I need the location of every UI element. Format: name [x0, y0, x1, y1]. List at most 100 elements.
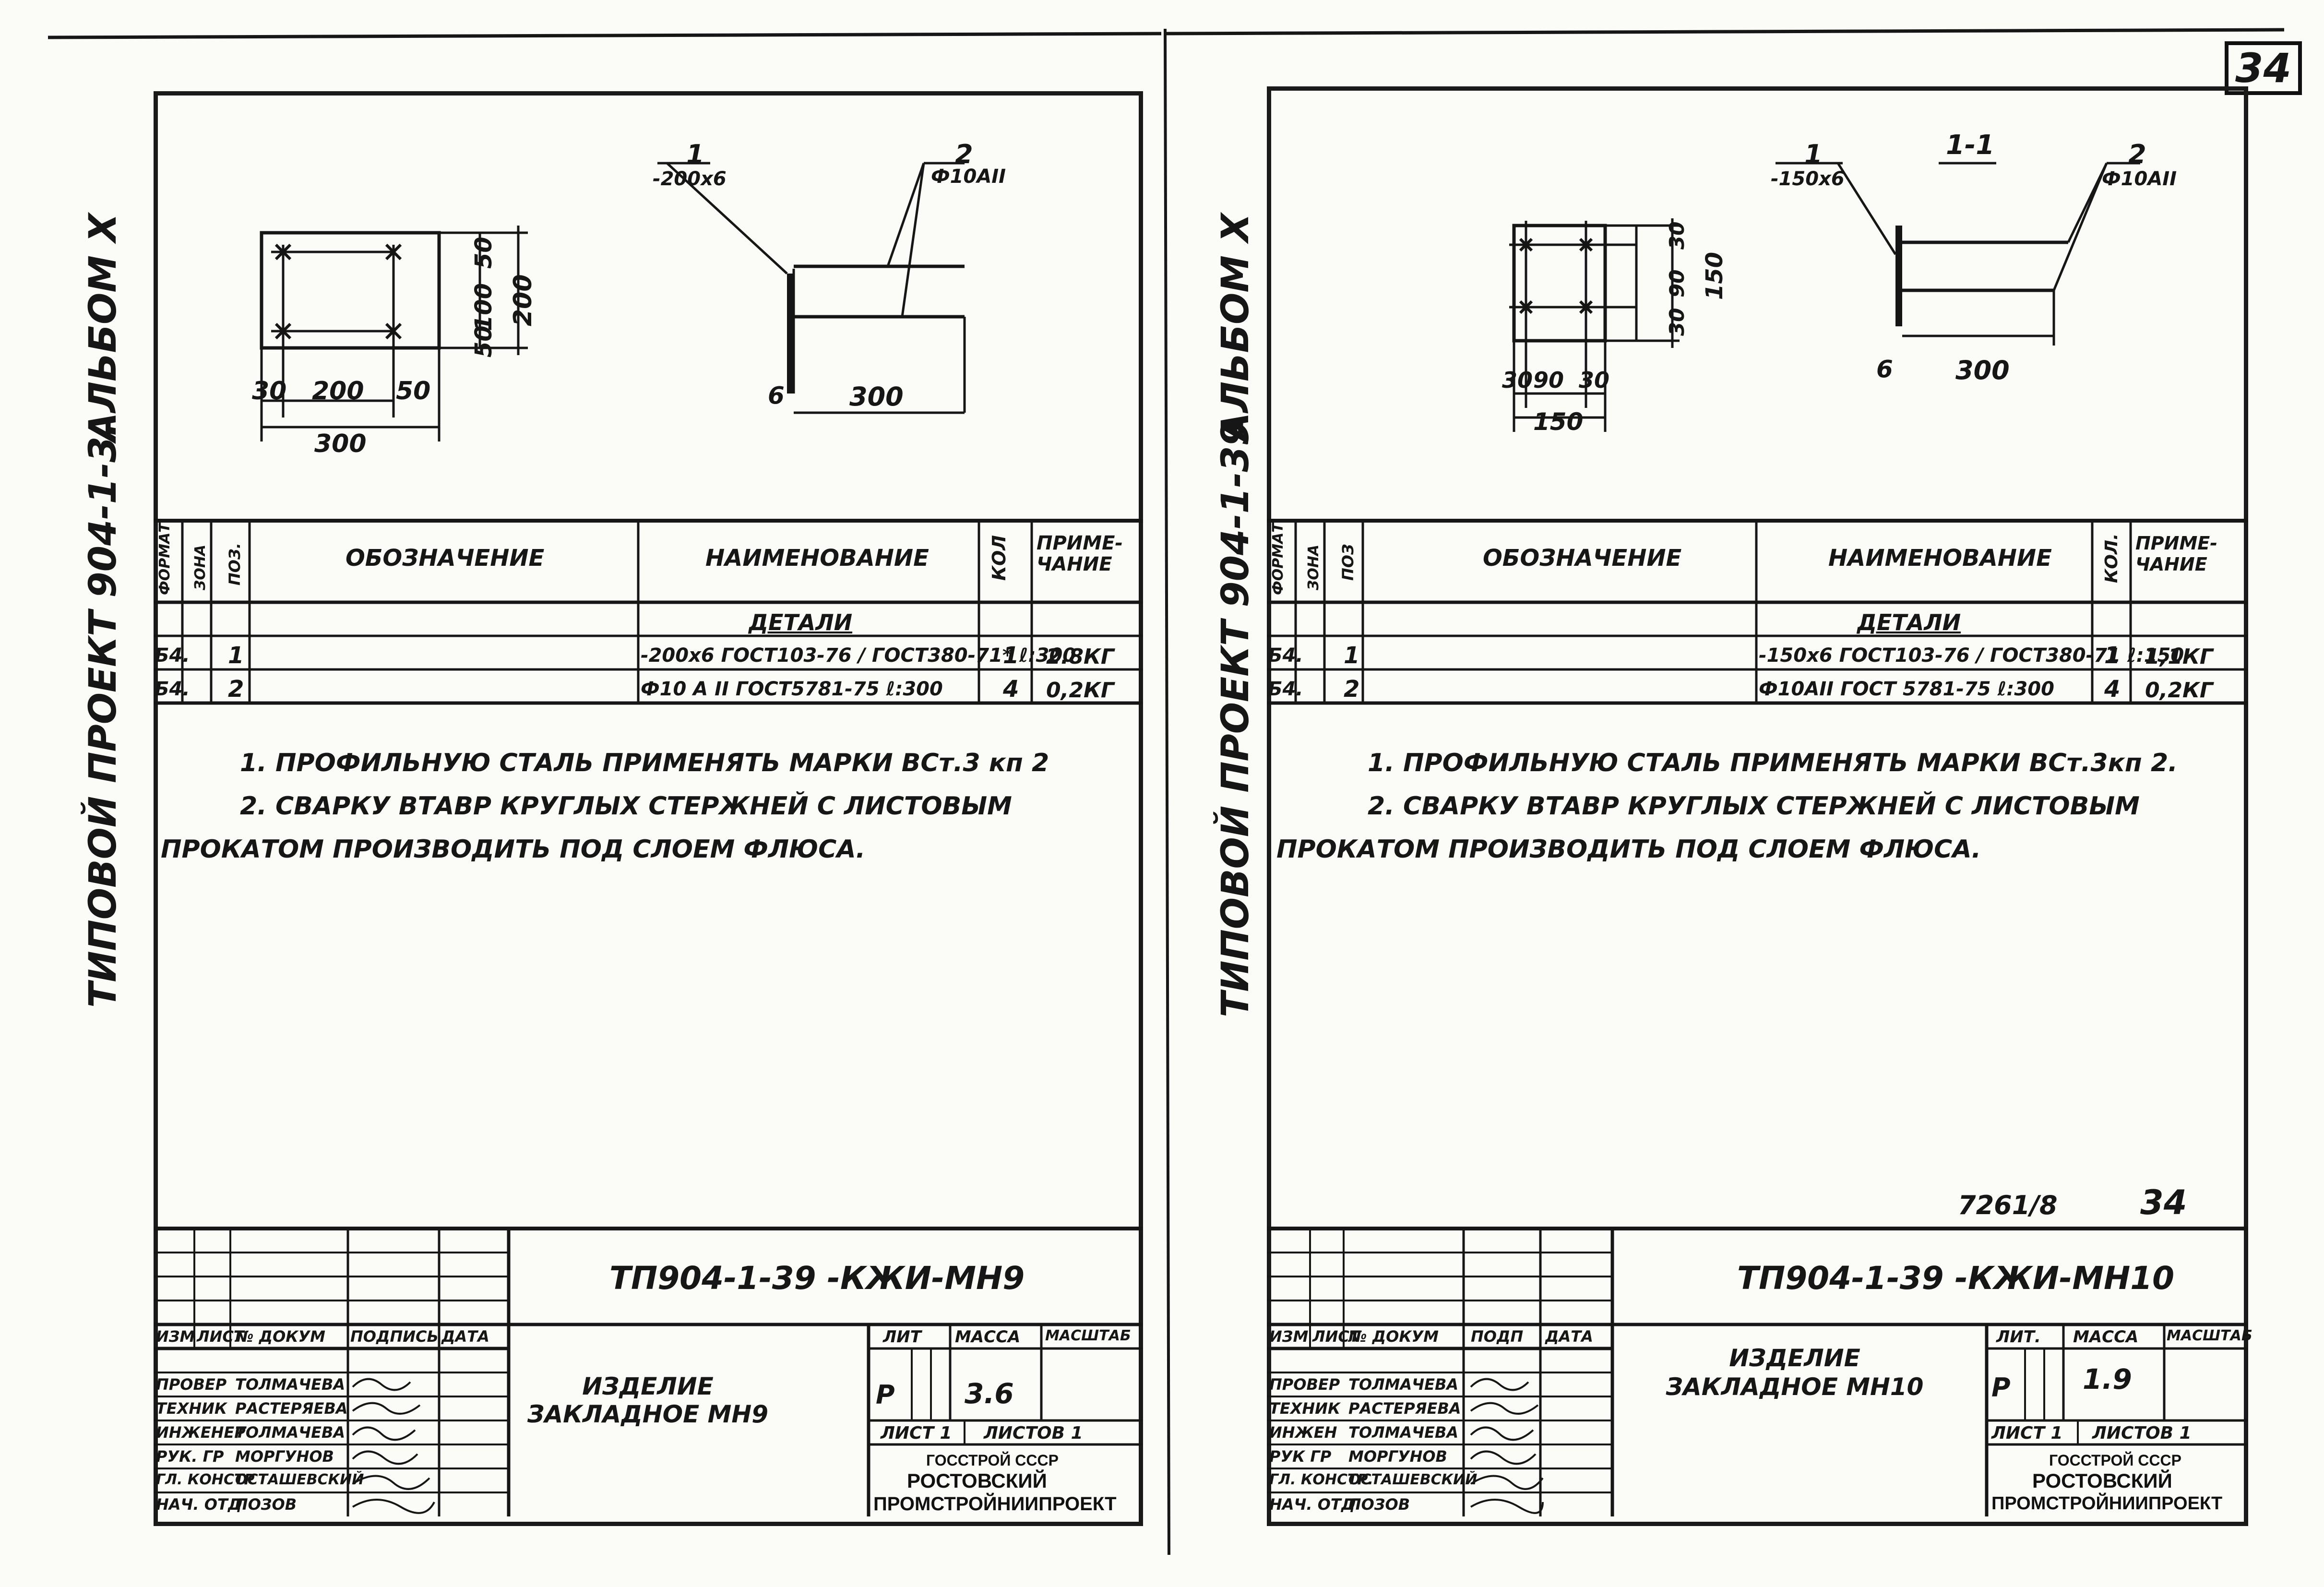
left-section-pos1-size: -200x6: [653, 168, 727, 190]
right-th-qty: КОЛ.: [2102, 533, 2121, 583]
left-th-note: ПРИМЕ-ЧАНИЕ: [1037, 532, 1123, 575]
left-staff-role-6: НАЧ. ОТД: [156, 1495, 242, 1514]
left-margin-project: ТИПОВОЙ ПРОЕКТ 904-1-3.: [82, 422, 125, 1008]
right-margin-project: ТИПОВОЙ ПРОЕКТ 904-1-39: [1214, 420, 1257, 1017]
right-stamp-number: 34: [2140, 1183, 2187, 1222]
right-col-doc: № ДОКУМ: [1348, 1327, 1439, 1346]
right-th-pos: ПОЗ: [1339, 544, 1357, 581]
left-scale-header: МАСШТАБ: [1045, 1327, 1131, 1344]
right-section-view: [1776, 162, 2140, 346]
page-number: 34: [2225, 41, 2302, 95]
left-dim-v3: 50: [470, 325, 497, 358]
right-row2-name: Ф10АII ГОСТ 5781-75 ℓ:300: [1759, 678, 2054, 700]
left-col-sign: ПОДПИСЬ: [350, 1327, 439, 1346]
right-section-len: 300: [1955, 355, 2010, 385]
right-dim-d1: 30: [1502, 367, 1533, 393]
left-row1-pos: 1: [228, 642, 244, 669]
left-dim-v2: 100: [470, 283, 497, 331]
right-mass-header: МАССА: [2073, 1327, 2139, 1347]
left-section-pos1: 1: [686, 139, 704, 169]
left-th-qty: КОЛ: [989, 535, 1010, 581]
left-lit-header: ЛИТ: [883, 1327, 921, 1347]
left-row2-pos: 2: [228, 676, 244, 703]
left-plate-plan: [260, 226, 528, 441]
left-dim-v1: 50: [470, 237, 497, 269]
right-margin-album: АЛЬБОМ Х: [1214, 213, 1257, 441]
right-note-1: 1. ПРОФИЛЬНУЮ СТАЛЬ ПРИМЕНЯТЬ МАРКИ ВСт.…: [1368, 749, 2178, 777]
right-row1-name: -150x6 ГОСТ103-76 / ГОСТ380-71 ℓ:150: [1759, 644, 2184, 667]
left-org-1: ГОССТРОЙ СССР: [926, 1452, 1059, 1469]
left-staff-role-4: РУК. ГР: [156, 1447, 224, 1466]
right-spec-table-grid: [1267, 519, 2248, 705]
left-row2-name: Ф10 А II ГОСТ5781-75 ℓ:300: [641, 678, 943, 700]
left-th-pos: ПОЗ.: [226, 543, 244, 585]
right-table-group: ДЕТАЛИ: [1857, 609, 1961, 635]
left-staff-name-1: ТОЛМАЧЕВА: [235, 1375, 346, 1394]
left-spec-table-grid: [154, 519, 1143, 705]
left-row2-format: Б4.: [155, 678, 190, 700]
right-scale-header: МАСШТАБ: [2167, 1327, 2252, 1344]
left-row1-note: 2.8КГ: [1046, 644, 1114, 669]
right-dim-v2: 90: [1665, 269, 1689, 298]
left-col-date: ДАТА: [441, 1327, 489, 1346]
left-dim-d1: 30: [252, 377, 287, 406]
right-staff-name-5: ОСТАШЕВСКИЙ: [1348, 1471, 1478, 1488]
left-dim-d3: 50: [396, 377, 431, 406]
left-th-format: ФОРМАТ: [156, 523, 173, 595]
right-signatures: [1470, 1378, 1544, 1514]
left-dim-total: 300: [314, 430, 367, 458]
left-section-pos2: 2: [955, 139, 973, 169]
right-staff-name-4: МОРГУНОВ: [1348, 1447, 1447, 1466]
right-lit-header: ЛИТ.: [1996, 1327, 2041, 1347]
right-sheet-frame: [1267, 86, 2248, 1526]
right-org-3: ПРОМСТРОЙНИИПРОЕКТ: [1991, 1493, 2223, 1514]
left-sheet: ЛИСТ 1: [881, 1423, 952, 1443]
right-staff-role-6: НАЧ. ОТД: [1269, 1495, 1355, 1514]
left-row1-format: Б4.: [155, 644, 190, 667]
right-dim-d2: 90: [1533, 367, 1564, 393]
left-item-name: ИЗДЕЛИЕ ЗАКЛАДНОЕ МН9: [527, 1372, 769, 1428]
left-dim-vtotal: 200: [509, 274, 537, 326]
left-doc-code: ТП904-1-39 -КЖИ-МН9: [609, 1260, 1025, 1297]
right-staff-role-2: ТЕХНИК: [1269, 1399, 1341, 1418]
left-note-2: 2. СВАРКУ ВТАВР КРУГЛЫХ СТЕРЖНЕЙ С ЛИСТО…: [240, 792, 1012, 821]
right-section-label: 1-1: [1946, 130, 1995, 161]
right-row2-pos: 2: [1344, 676, 1360, 703]
right-col-izm: ИЗМ: [1269, 1327, 1309, 1346]
right-row2-qty: 4: [2104, 676, 2121, 703]
right-sheet: ЛИСТ 1: [1991, 1423, 2063, 1443]
left-mass: 3.6: [965, 1377, 1014, 1410]
right-section-pos1-size: -150x6: [1771, 168, 1845, 190]
left-dim-d2: 200: [312, 377, 364, 406]
right-section-pos1: 1: [1804, 139, 1823, 169]
right-item-name: ИЗДЕЛИЕ ЗАКЛАДНОЕ МН10: [1666, 1344, 1924, 1401]
left-staff-role-5: ГЛ. КОНСТР: [156, 1471, 255, 1488]
right-dim-v1: 30: [1665, 221, 1689, 250]
left-sheet-frame: [154, 91, 1143, 1526]
left-margin-album: АЛЬБОМ Х: [82, 213, 125, 441]
left-note-3: ПРОКАТОМ ПРОИЗВОДИТЬ ПОД СЛОЕМ ФЛЮСА.: [161, 835, 866, 864]
right-note-3: ПРОКАТОМ ПРОИЗВОДИТЬ ПОД СЛОЕМ ФЛЮСА.: [1276, 835, 1981, 864]
right-lit: Р: [1991, 1372, 2011, 1403]
left-note-1: 1. ПРОФИЛЬНУЮ СТАЛЬ ПРИМЕНЯТЬ МАРКИ ВСт.…: [240, 749, 1049, 777]
left-staff-name-5: ОСТАШЕВСКИЙ: [235, 1471, 364, 1488]
right-org-2: РОСТОВСКИЙ: [2032, 1469, 2172, 1492]
left-staff-role-2: ТЕХНИК: [156, 1399, 227, 1418]
right-row1-pos: 1: [1344, 642, 1360, 669]
right-title-block-grid: [1267, 1227, 2248, 1516]
left-sheets: ЛИСТОВ 1: [984, 1423, 1083, 1443]
right-th-zone: ЗОНА: [1305, 544, 1322, 590]
right-staff-name-3: ТОЛМАЧЕВА: [1348, 1423, 1459, 1442]
left-th-zone: ЗОНА: [192, 544, 209, 590]
right-th-name: НАИМЕНОВАНИЕ: [1828, 545, 2052, 572]
right-col-sign: ПОДП: [1471, 1327, 1524, 1346]
left-staff-role-3: ИНЖЕНЕР: [156, 1423, 246, 1442]
left-title-block-grid: [154, 1227, 1143, 1516]
right-col-list: ЛИСТ: [1312, 1327, 1360, 1346]
right-row1-qty: 1: [2104, 642, 2121, 669]
right-staff-role-5: ГЛ. КОНСТР.: [1269, 1471, 1373, 1488]
left-staff-name-4: МОРГУНОВ: [235, 1447, 334, 1466]
right-doc-code: ТП904-1-39 -КЖИ-МН10: [1737, 1260, 2175, 1297]
left-row1-qty: 1: [1003, 642, 1019, 669]
